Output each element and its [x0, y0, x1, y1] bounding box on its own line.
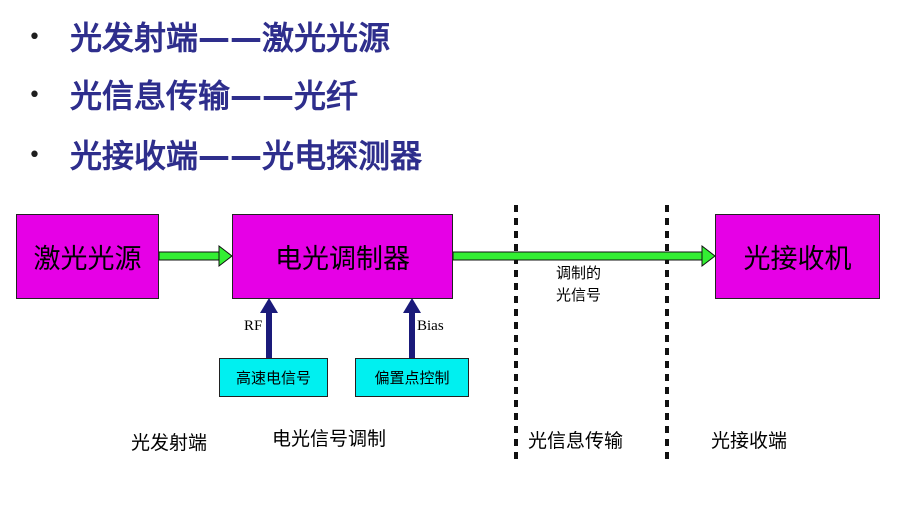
laser-source-box: 激光光源 [16, 214, 159, 299]
modulated-signal-label-line2: 光信号 [556, 286, 602, 304]
electrical-arrow-rf [260, 298, 278, 359]
stage-label-modulation: 电光信号调制 [272, 428, 387, 450]
bullet-text: 光发射端——激光光源 [70, 19, 391, 57]
modulator-box: 电光调制器 [232, 214, 453, 299]
electrical-arrow-bias [403, 298, 421, 359]
bullet-text: 光接收端——光电探测器 [70, 137, 423, 175]
bullet-dot-icon: • [28, 143, 41, 168]
rf-signal-box: 高速电信号 [219, 358, 328, 397]
bullet-dot-icon: • [28, 25, 41, 50]
bias-label: Bias [417, 318, 444, 334]
modulated-signal-label-line1: 调制的 [556, 264, 602, 282]
stage-label-transmit: 光发射端 [131, 432, 208, 454]
optical-arrow-modulator-to-receiver [452, 244, 716, 268]
receiver-box: 光接收机 [715, 214, 880, 299]
bullet-dot-icon: • [28, 83, 41, 108]
rf-label: RF [244, 318, 263, 334]
bullet-text: 光信息传输——光纤 [70, 77, 359, 115]
stage-label-receive: 光接收端 [711, 430, 788, 452]
stage-label-transmission: 光信息传输 [528, 430, 624, 452]
bias-control-box: 偏置点控制 [355, 358, 469, 397]
optical-arrow-source-to-modulator [158, 244, 233, 268]
